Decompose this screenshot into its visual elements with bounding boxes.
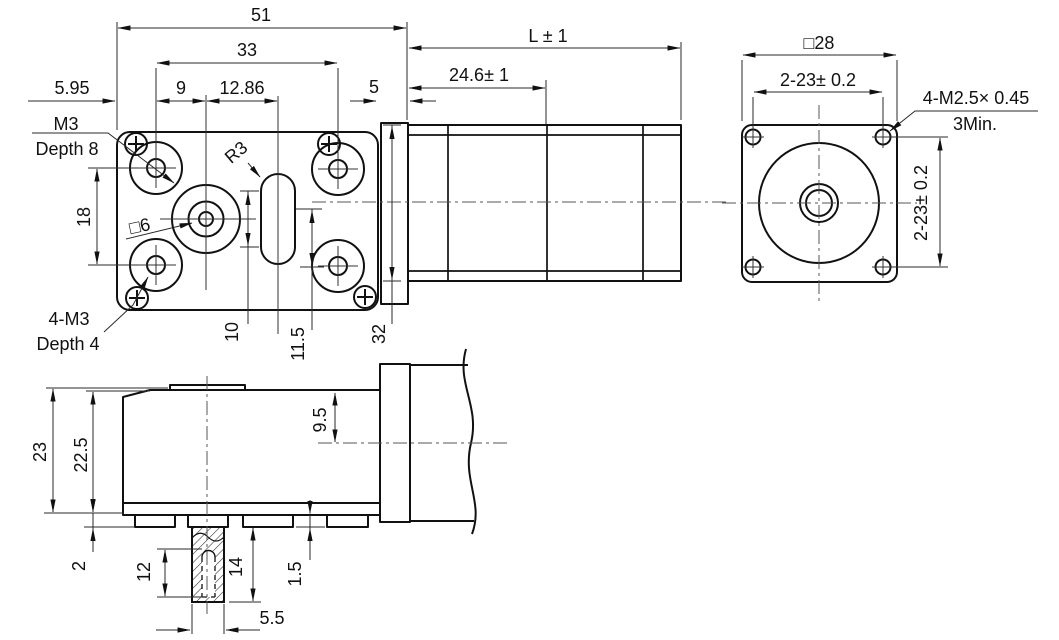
front-dimension-lines xyxy=(28,22,436,333)
dim-12: 12 xyxy=(134,562,154,582)
note-3min: 3Min. xyxy=(953,114,997,134)
square6-leader-line xyxy=(125,222,193,240)
dim-51: 51 xyxy=(251,5,271,25)
dim-11-5: 11.5 xyxy=(288,327,308,361)
dim-square-28: □28 xyxy=(804,33,835,53)
dim-5: 5 xyxy=(369,77,379,97)
dim-1-5: 1.5 xyxy=(285,561,305,586)
output-shaft-section xyxy=(191,526,225,603)
dim-12-86: 12.86 xyxy=(219,78,264,98)
4m3-leader-line xyxy=(103,276,149,333)
gearbox-base-plate xyxy=(122,502,381,516)
dim-5-5: 5.5 xyxy=(259,608,284,628)
note-m3-depth: Depth 8 xyxy=(35,139,98,159)
dim-33: 33 xyxy=(237,40,257,60)
dim-24-6: 24.6± 1 xyxy=(449,65,509,85)
rear-view: □28 2-23± 0.2 4-M2.5× 0.45 3Min. 2-23± 0… xyxy=(722,33,1038,302)
motor-body-top xyxy=(407,124,682,282)
dim-9-5: 9.5 xyxy=(310,407,330,432)
dim-length-L: L ± 1 xyxy=(528,26,567,46)
dim-2-23-horizontal: 2-23± 0.2 xyxy=(780,70,856,90)
front-view: 51 33 5.95 9 12.86 M3 Depth 8 18 □6 R3 4… xyxy=(28,5,726,361)
dim-23: 23 xyxy=(30,442,50,462)
dim-22-5: 22.5 xyxy=(71,437,91,472)
mounting-feet xyxy=(134,514,369,528)
thread-leader-line xyxy=(889,110,1038,132)
gearbox-body-side xyxy=(122,389,381,504)
bottom-dimension-lines xyxy=(44,387,338,634)
output-shaft xyxy=(160,95,256,290)
adapter-plate xyxy=(380,122,409,305)
flange-screw-holes xyxy=(742,126,894,278)
r3-leader-line xyxy=(247,162,261,178)
note-4m3-depth: Depth 4 xyxy=(36,334,99,354)
dim-2-23-vertical: 2-23± 0.2 xyxy=(911,165,931,241)
bottom-view: 23 22.5 2 12 14 1.5 5.5 9.5 xyxy=(30,348,508,634)
obround-slot xyxy=(260,173,296,265)
note-4-m2-5: 4-M2.5× 0.45 xyxy=(923,88,1030,108)
dim-32: 32 xyxy=(369,324,389,344)
motor-dimensions: L ± 1 24.6± 1 xyxy=(408,26,682,124)
dim-5-95: 5.95 xyxy=(54,78,89,98)
dim-18: 18 xyxy=(74,207,94,227)
motor-body-side xyxy=(409,348,477,535)
note-m3: M3 xyxy=(53,114,78,134)
dim-14: 14 xyxy=(226,557,246,577)
dim-9: 9 xyxy=(176,78,186,98)
dim-2: 2 xyxy=(69,561,89,571)
dim-10: 10 xyxy=(222,322,242,342)
note-square-6: □6 xyxy=(127,214,152,238)
break-line xyxy=(462,348,477,535)
note-4m3: 4-M3 xyxy=(48,309,89,329)
m3-leader-line xyxy=(32,132,175,184)
